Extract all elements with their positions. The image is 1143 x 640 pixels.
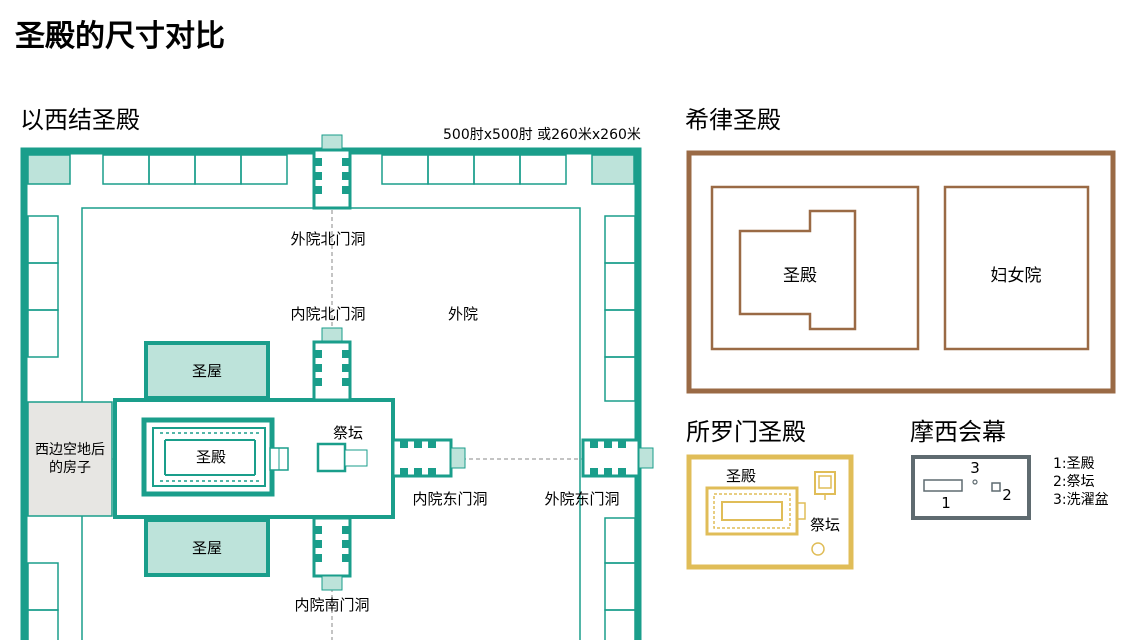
altar-square xyxy=(316,442,347,473)
west-building-label-2: 的房子 xyxy=(49,460,91,476)
outer-chambers-west xyxy=(27,215,59,640)
herod-sanctuary-outline xyxy=(738,209,857,331)
gate-outer-north xyxy=(312,134,352,210)
solomon-sanctuary-label: 圣殿 xyxy=(726,467,756,485)
outer-chambers-east xyxy=(604,215,636,640)
ezekiel-temple-plan: 以西结圣殿 500肘x500肘 或260米x260米 xyxy=(20,106,654,640)
corner-kitchen-nw xyxy=(27,154,71,185)
herod-womens-court-label: 妇女院 xyxy=(991,266,1042,286)
page-title: 圣殿的尺寸对比 xyxy=(15,19,225,54)
ezekiel-dimensions: 500肘x500肘 或260米x260米 xyxy=(443,127,641,143)
gate-inner-north xyxy=(312,327,352,402)
solomon-laver xyxy=(811,542,825,556)
altar-label: 祭坛 xyxy=(333,424,363,442)
corner-kitchen-ne xyxy=(591,154,635,185)
outer-north-gate-label: 外院北门洞 xyxy=(290,230,365,248)
holy-chamber-north-label: 圣屋 xyxy=(192,362,222,380)
tabernacle-heading: 摩西会幕 xyxy=(910,418,1006,446)
sanctuary-building xyxy=(141,417,289,497)
outer-east-gate-label: 外院东门洞 xyxy=(544,490,619,508)
outer-chambers-north-east xyxy=(381,154,567,185)
outer-court-label: 外院 xyxy=(448,305,478,323)
gate-outer-east xyxy=(581,438,654,478)
tabernacle-mark-3: 3 xyxy=(970,459,980,477)
solomon-sanctuary-building xyxy=(705,486,806,536)
tabernacle-tent xyxy=(923,479,963,492)
herod-sanctuary-label: 圣殿 xyxy=(783,266,817,286)
inner-north-gate-label: 内院北门洞 xyxy=(290,305,365,323)
tabernacle-laver xyxy=(972,479,978,485)
west-building-label: 西边空地后 xyxy=(35,442,105,458)
tabernacle-altar xyxy=(991,482,1001,492)
tabernacle-legend-3: 3:洗濯盆 xyxy=(1053,492,1109,508)
tabernacle-mark-1: 1 xyxy=(941,494,951,512)
solomon-altar-label: 祭坛 xyxy=(810,516,840,534)
tabernacle-legend-2: 2:祭坛 xyxy=(1053,474,1095,490)
herod-inner-court xyxy=(710,185,920,351)
tabernacle-legend-1: 1:圣殿 xyxy=(1053,456,1095,472)
herod-outer-wall xyxy=(686,150,1116,394)
inner-east-gate-label: 内院东门洞 xyxy=(412,490,487,508)
tabernacle-court xyxy=(911,455,1031,520)
herod-heading: 希律圣殿 xyxy=(685,106,781,134)
outer-chambers-north-west xyxy=(102,154,288,185)
herod-womens-court xyxy=(943,185,1090,351)
holy-chamber-south-label: 圣屋 xyxy=(192,539,222,557)
solomon-temple-plan: 所罗门圣殿 圣殿 祭坛 xyxy=(686,418,854,570)
inner-south-gate-label: 内院南门洞 xyxy=(294,596,369,614)
tabernacle-plan: 摩西会幕 1 2 3 1:圣殿 2:祭坛 3:洗濯盆 xyxy=(910,418,1109,520)
altar-ramp xyxy=(344,449,368,467)
sanctuary-label: 圣殿 xyxy=(196,448,226,466)
west-building xyxy=(27,401,113,517)
gate-inner-south xyxy=(312,516,352,591)
solomon-altar xyxy=(814,471,836,500)
tabernacle-mark-2: 2 xyxy=(1002,486,1012,504)
holy-chamber-south xyxy=(144,518,270,577)
gate-inner-east xyxy=(391,438,466,478)
solomon-heading: 所罗门圣殿 xyxy=(686,418,806,446)
herod-temple-plan: 希律圣殿 圣殿 妇女院 xyxy=(685,106,1116,394)
ezekiel-heading: 以西结圣殿 xyxy=(20,106,140,134)
